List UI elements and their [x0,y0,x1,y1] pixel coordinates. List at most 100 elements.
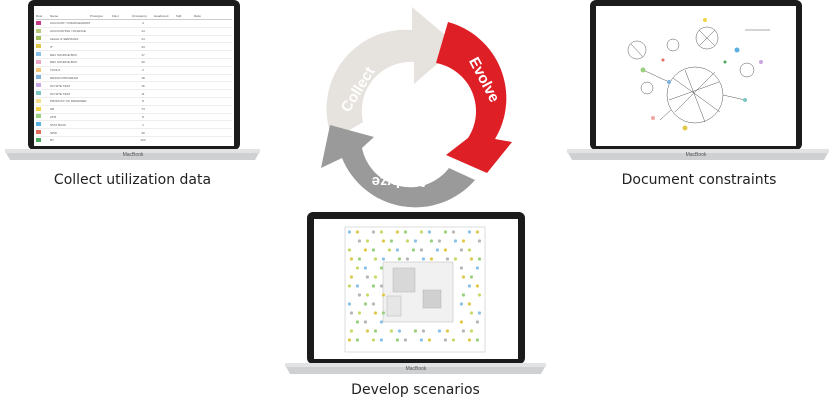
desk-marker [445,257,450,261]
desk-marker [467,284,472,288]
caption-develop: Develop scenarios [351,382,480,398]
desk-marker [411,248,416,252]
desk-marker [355,266,360,270]
desk-marker [477,311,482,315]
laptop-scenarios: MacBook [283,212,548,377]
row-cell: 2 [142,68,144,73]
desk-marker [347,284,352,288]
row-name: DEV SOURCE BOX [50,52,78,57]
network-nodes [640,18,763,131]
row-name: STAT BACK [50,122,67,127]
desk-marker [357,239,362,243]
desk-marker [347,302,352,306]
desk-marker [355,338,360,342]
row-cell: 30 [141,130,145,135]
desk-marker [355,230,360,234]
row-color-swatch [36,83,50,88]
desk-marker [403,338,408,342]
desk-marker [349,311,354,315]
desk-marker [379,320,384,324]
desk-marker [469,257,474,261]
row-name: ON SITE TEST [50,91,71,96]
row-color-swatch [36,114,50,119]
laptop-brand-label: MacBook [685,152,707,158]
desk-marker [445,329,450,333]
desk-marker [459,320,464,324]
row-cell: 16 [141,83,145,88]
desk-marker [371,338,376,342]
table-header-cell: Prototype [90,14,103,18]
desk-marker [467,302,472,306]
desk-marker [467,248,472,252]
desk-marker [413,329,418,333]
row-name: ON SITE TEST [50,83,71,88]
desk-marker [437,239,442,243]
row-name: ACCOUNT / FINANCE/ADMIN [50,21,90,26]
table-row: ACCOUNT / FINANCE/ADMIN 4 [36,20,232,28]
row-name: RT [50,138,54,143]
network-graph [627,26,770,124]
floor-plan [344,226,486,353]
desk-marker [435,248,440,252]
row-name: SPW [50,130,57,135]
desk-marker [461,293,466,297]
laptop-brand-label: MacBook [122,152,144,158]
desk-marker [397,257,402,261]
row-cell: 74 [141,107,145,112]
desk-marker [451,338,456,342]
desk-marker [419,338,424,342]
desk-marker [397,329,402,333]
row-name: HR [50,107,55,112]
desk-marker [349,257,354,261]
desk-marker [373,311,378,315]
row-cell: 34 [141,44,145,49]
desk-marker [381,293,386,297]
row-name: ATM [50,114,57,119]
table-row: HR 74 [36,106,232,114]
row-color-swatch [36,28,50,34]
desk-marker [363,266,368,270]
desk-marker [427,338,432,342]
row-name: PRODUCT OK DESIGNER [50,99,87,104]
desk-marker [395,248,400,252]
desk-marker [443,248,448,252]
row-color-swatch [36,130,50,135]
desk-marker [349,275,354,279]
desk-marker [405,257,410,261]
collect-arrow [326,7,458,140]
row-color-swatch [36,52,50,57]
desk-marker [355,320,360,324]
desk-marker [469,275,474,279]
desk-marker [467,338,472,342]
evolve-label: Evolve [465,55,503,106]
row-name: IT [50,44,53,49]
row-color-swatch [36,44,50,49]
desk-marker [419,230,424,234]
desk-marker [459,302,464,306]
desk-marker [381,311,386,315]
row-color-swatch [36,59,50,65]
table-header-cell: Occupancy [132,14,148,18]
desk-marker [365,329,370,333]
evolve-arrow [436,22,512,173]
table-row: STAT BACK 1 [36,121,232,130]
desk-marker [419,248,424,252]
table-header-cell: Row [36,14,43,18]
desk-marker [381,257,386,261]
desk-marker [443,338,448,342]
analyze-label: Analyze [372,173,429,190]
row-cell: 1 [142,122,144,127]
row-cell: 4 [142,21,144,26]
desk-marker [365,293,370,297]
desk-marker [453,257,458,261]
desk-marker [395,230,400,234]
row-color-swatch [36,36,50,41]
